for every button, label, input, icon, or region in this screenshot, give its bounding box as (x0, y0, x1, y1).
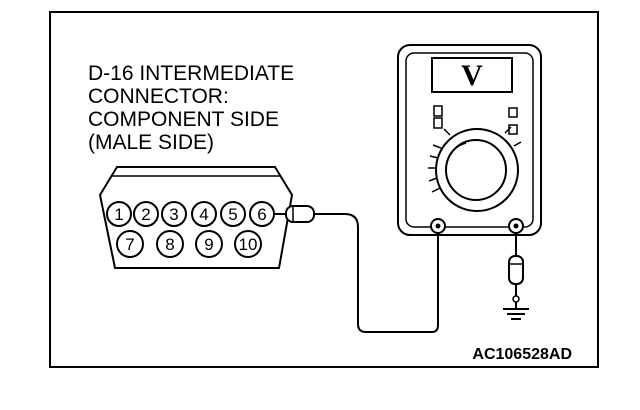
pin-1-label: 1 (114, 205, 123, 224)
pin-5-ring (220, 201, 246, 227)
ground-lead (508, 233, 524, 308)
meter-dial-ticks (428, 126, 522, 193)
pin-5-label: 5 (228, 205, 237, 224)
meter-switch-left-top (433, 105, 443, 117)
meter-dial-indicator (445, 142, 467, 169)
pin-3-ring (161, 201, 187, 227)
label-line-2: CONNECTOR: (88, 85, 229, 108)
meter-switch-right-top (508, 107, 518, 118)
ground-clip-jaw (512, 295, 520, 303)
pin-2-label: 2 (141, 205, 150, 224)
pin-3-label: 3 (169, 205, 178, 224)
voltmeter: V (397, 44, 542, 236)
connector-d16 (98, 166, 294, 269)
pin-6-label: 6 (257, 205, 266, 224)
meter-inner-bezel (405, 52, 534, 228)
figure-code: AC106528AD (472, 346, 572, 363)
meter-mode-label: V (461, 59, 483, 92)
ground-symbol-icon (503, 308, 529, 320)
pin-10-label: 10 (239, 235, 258, 254)
test-lead-wire (314, 213, 439, 333)
pin-8-ring (156, 230, 184, 258)
probe-plug (273, 205, 315, 223)
pin-row-top: 1 2 3 4 5 6 (106, 201, 275, 227)
meter-switch-left-bottom (433, 117, 443, 129)
pin-2-ring (133, 201, 159, 227)
diagram-frame (49, 11, 599, 368)
pin-8-label: 8 (165, 235, 174, 254)
pin-row-bottom: 7 8 9 10 (116, 230, 262, 258)
label-line-3: COMPONENT SIDE (88, 108, 279, 131)
probe-body (285, 205, 315, 223)
connector-housing (98, 166, 294, 269)
pin-10-ring (234, 230, 262, 258)
meter-terminal-com-hole (435, 223, 441, 229)
pin-1-ring (106, 201, 132, 227)
meter-display (431, 57, 513, 93)
meter-terminal-v-hole (513, 223, 519, 229)
label-line-4: (MALE SIDE) (88, 131, 214, 154)
meter-dial-inner (445, 139, 507, 201)
ground-clip-body (508, 255, 524, 285)
label-line-1: D-16 INTERMEDIATE (88, 62, 294, 85)
pin-4-label: 4 (199, 205, 208, 224)
pin-7-label: 7 (125, 235, 134, 254)
pin-7-ring (116, 230, 144, 258)
pin-4-ring (191, 201, 217, 227)
pin-9-ring (195, 230, 223, 258)
pin-9-label: 9 (204, 235, 213, 254)
